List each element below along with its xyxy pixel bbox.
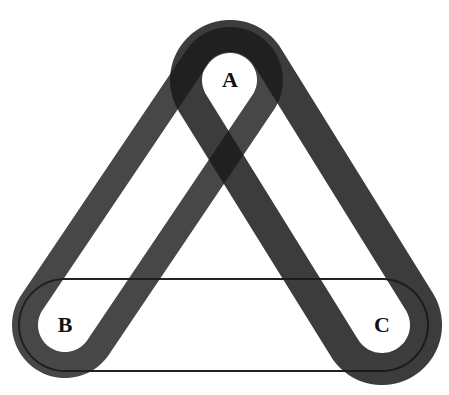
hole-node: A bbox=[211, 61, 249, 99]
hole-node: B bbox=[46, 306, 84, 344]
node-letter: A bbox=[222, 69, 238, 91]
thick-band bbox=[186, 36, 426, 369]
node-letter: C bbox=[374, 314, 390, 336]
hole-node: C bbox=[363, 306, 401, 344]
dark-band bbox=[25, 40, 270, 365]
node-letter: B bbox=[58, 314, 73, 336]
